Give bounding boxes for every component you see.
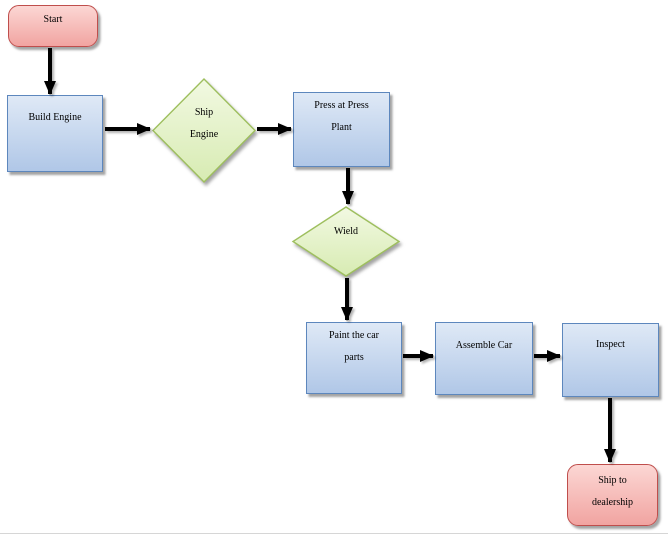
node-inspect: Inspect <box>562 323 659 397</box>
node-build-engine-label: Build Engine <box>8 96 102 129</box>
diamond-shape-icon <box>152 78 256 183</box>
node-ship-engine-label: Ship Engine <box>152 78 256 146</box>
node-wield: Wield <box>291 206 401 277</box>
node-ship-engine-line1: Ship <box>194 107 214 118</box>
node-ship-to-dealership-line1: Ship to <box>598 475 627 486</box>
diamond-shape-icon <box>291 206 401 277</box>
node-start-label: Start <box>9 6 97 31</box>
node-start: Start <box>8 5 98 47</box>
node-inspect-line1: Inspect <box>596 339 625 350</box>
node-paint-car-parts-line1: Paint the car <box>329 330 379 341</box>
node-wield-line1: Wield <box>333 226 359 237</box>
node-ship-to-dealership-label: Ship to dealership <box>568 465 657 514</box>
node-press-plant-label: Press at Press Plant <box>294 93 389 139</box>
node-assemble-car: Assemble Car <box>435 322 533 395</box>
node-assemble-car-line1: Assemble Car <box>455 340 513 351</box>
node-inspect-label: Inspect <box>563 324 658 356</box>
node-build-engine: Build Engine <box>7 95 103 172</box>
node-start-line1: Start <box>43 14 63 25</box>
node-ship-to-dealership: Ship to dealership <box>567 464 658 526</box>
node-assemble-car-label: Assemble Car <box>436 323 532 357</box>
node-ship-engine: Ship Engine <box>152 78 256 183</box>
node-build-engine-line1: Build Engine <box>28 112 82 123</box>
node-press-plant-line2: Plant <box>331 122 352 133</box>
node-paint-car-parts: Paint the car parts <box>306 322 402 394</box>
node-press-plant-line1: Press at Press <box>314 100 369 111</box>
node-paint-car-parts-line2: parts <box>344 352 364 363</box>
node-ship-engine-line2: Engine <box>189 129 219 140</box>
node-wield-label: Wield <box>292 206 400 243</box>
node-press-plant: Press at Press Plant <box>293 92 390 167</box>
node-paint-car-parts-label: Paint the car parts <box>307 323 401 369</box>
node-ship-to-dealership-line2: dealership <box>591 497 634 508</box>
